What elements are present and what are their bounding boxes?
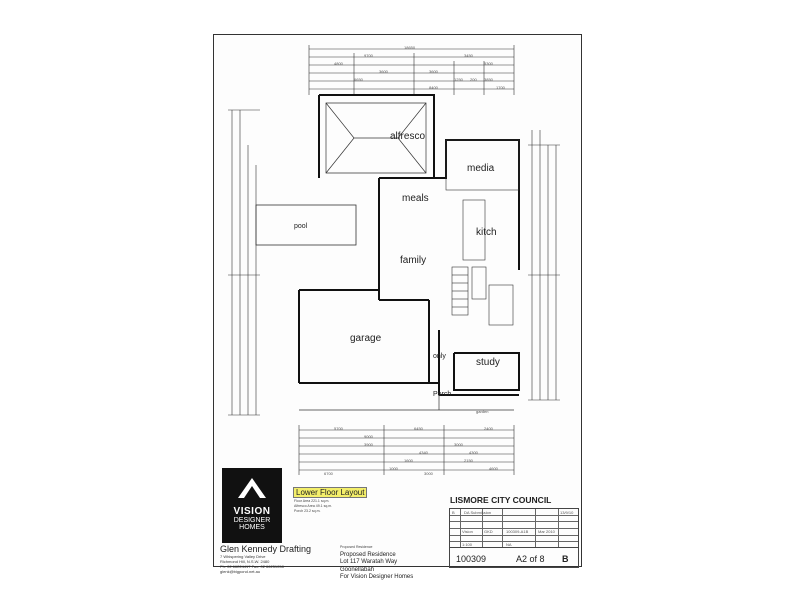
tb-checked: GKD xyxy=(484,529,493,534)
drawing-sheet: alfresco media meals kitch family pool g… xyxy=(213,34,582,580)
tb-desc: DA Submission xyxy=(464,510,492,515)
job-number: 100309 xyxy=(456,554,487,564)
dim-top-12: 1700 xyxy=(496,85,505,90)
room-label-porch: Porch xyxy=(433,391,452,398)
drafting-block: Glen Kennedy Drafting 7 Whispering Valle… xyxy=(220,544,575,580)
council-stamp: LISMORE CITY COUNCIL xyxy=(450,495,552,505)
tb-scale: 1:100 xyxy=(462,542,473,547)
dim-bottom-13: 6700 xyxy=(324,471,333,476)
dim-bottom-8: 4300 xyxy=(469,450,478,455)
drafter-phone: Ph. 02 66224417 Fax. 02 66251058 xyxy=(220,564,284,569)
project-line-2: Lot 117 Waratah Way xyxy=(340,559,398,565)
project-heading: Proposed Residence xyxy=(340,545,373,549)
tb-job-date: Mar 2010 xyxy=(538,529,555,534)
drafter-name: Glen Kennedy Drafting xyxy=(220,544,312,554)
room-label-garden: garden xyxy=(476,409,489,414)
vision-homes-logo: VISION DESIGNER HOMES xyxy=(222,468,282,543)
tb-rev: B xyxy=(452,510,455,515)
area-porch: Porch 23.2 sq.m. xyxy=(294,509,321,513)
dim-top-9: 1250 xyxy=(454,77,463,82)
logo-sub-1: DESIGNER xyxy=(233,517,271,524)
dim-bottom-9: 1600 xyxy=(404,458,413,463)
tb-drawing-no: 100309-A1B xyxy=(506,529,529,534)
dim-top-10: 200 xyxy=(470,77,477,82)
logo-sub-2: HOMES xyxy=(239,524,265,531)
layout-label: Lower Floor Layout xyxy=(293,487,368,498)
logo-mark-icon xyxy=(238,478,266,498)
room-label-garage: garage xyxy=(350,333,382,344)
floor-plan xyxy=(228,45,560,475)
room-label-pool: pool xyxy=(294,223,308,230)
drafter-address-2: Richmond Hill, N.S.W. 2480 xyxy=(220,559,270,564)
project-line-1: Proposed Residence xyxy=(340,551,396,558)
sheet-number-box: 100309 A2 of 8 B xyxy=(449,547,579,568)
area-alfresco: Alfresco Area 49.1 sq.m. xyxy=(294,504,333,508)
area-summary: Floor Area 221.1 sq.m. Alfresco Area 49.… xyxy=(294,499,332,514)
dim-bottom-4: 2400 xyxy=(484,426,493,431)
room-label-media: media xyxy=(467,163,495,174)
tb-size: NA xyxy=(506,542,512,547)
room-label-alfresco: alfresco xyxy=(390,131,426,142)
dim-bottom-11: 1000 xyxy=(389,466,398,471)
drafter-details: Glen Kennedy Drafting 7 Whispering Valle… xyxy=(220,544,335,574)
sheet-number: A2 of 8 xyxy=(516,554,545,564)
project-details: Proposed Residence Proposed Residence Lo… xyxy=(340,544,450,582)
dim-top-6: 3600 xyxy=(379,69,388,74)
dim-bottom-3: 9000 xyxy=(364,434,373,439)
dim-bottom-6: 3000 xyxy=(454,442,463,447)
dim-bottom-10: 2150 xyxy=(464,458,473,463)
dim-bottom-5: 3900 xyxy=(364,442,373,447)
dim-top-2: 9700 xyxy=(364,53,373,58)
dim-bottom-1: 5700 xyxy=(334,426,343,431)
dim-bottom-12: 4600 xyxy=(489,466,498,471)
dim-top-8: 6650 xyxy=(354,77,363,82)
revision-letter: B xyxy=(562,554,569,564)
room-label-family: family xyxy=(400,255,427,266)
tb-drawn: Vision xyxy=(462,529,473,534)
drafter-address-1: 7 Whispering Valley Drive xyxy=(220,554,266,559)
dim-bottom-7: 4340 xyxy=(419,450,428,455)
dim-top-4: 5300 xyxy=(484,61,493,66)
room-label-only: only xyxy=(433,353,446,360)
room-label-meals: meals xyxy=(402,193,429,204)
dim-top-11: 3850 xyxy=(484,77,493,82)
tb-date: 13/9/10 xyxy=(560,510,574,515)
dim-top-5: 4800 xyxy=(334,61,343,66)
dim-bottom-14: 3000 xyxy=(424,471,433,476)
dim-top-1: 18650 xyxy=(404,45,416,50)
dim-top-3: 3450 xyxy=(464,53,473,58)
dim-bottom-2: 6450 xyxy=(414,426,423,431)
drafter-email: glenk@bigpond.net.au xyxy=(220,569,261,574)
dim-top-13: 8400 xyxy=(429,85,438,90)
title-block-table: B DA Submission 13/9/10 Vision GKD 10030… xyxy=(449,508,579,548)
project-line-4: For Vision Designer Homes xyxy=(340,574,414,580)
area-floor: Floor Area 221.1 sq.m. xyxy=(294,499,330,503)
project-line-3: Goonellabah xyxy=(340,566,375,573)
room-label-study: study xyxy=(476,357,500,368)
room-label-kitch: kitch xyxy=(476,227,497,238)
dim-top-7: 3600 xyxy=(429,69,438,74)
logo-brand: VISION xyxy=(233,506,271,517)
